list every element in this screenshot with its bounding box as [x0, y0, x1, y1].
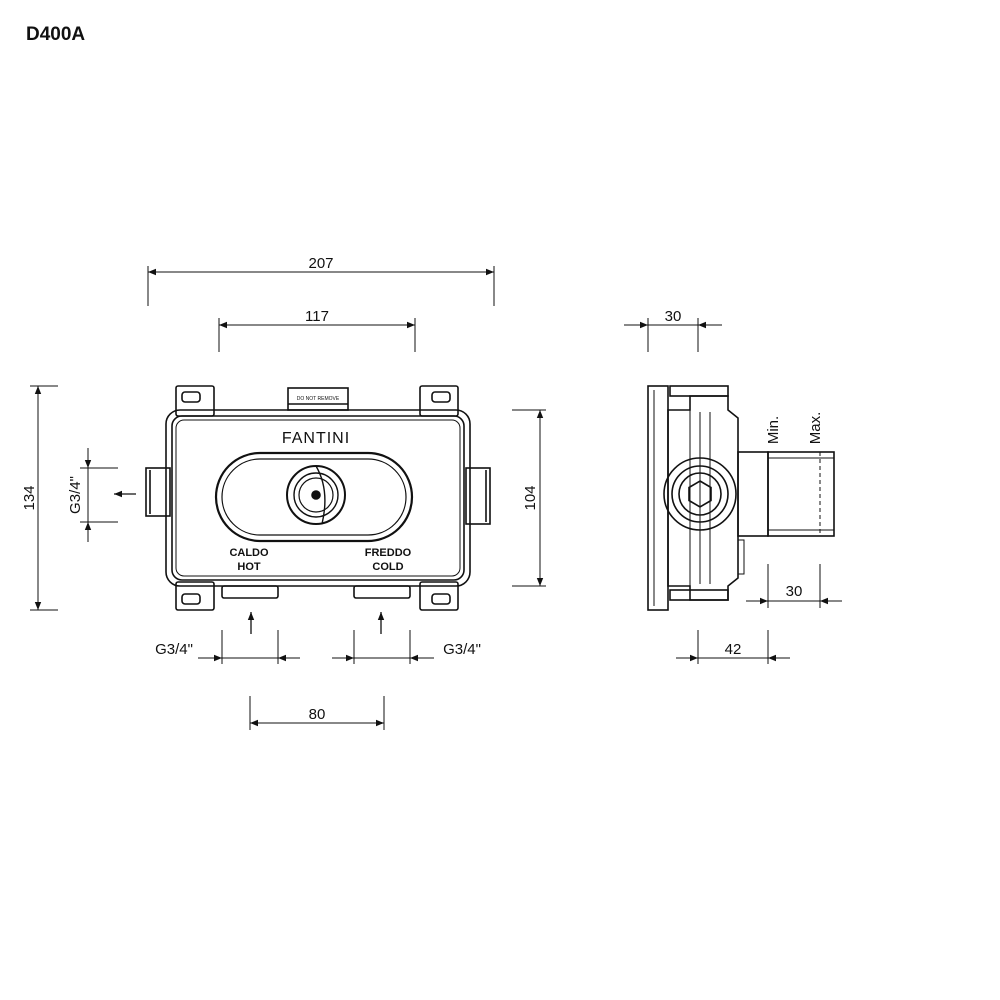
dim-side-total-depth: 42	[725, 641, 742, 658]
side-view	[647, 385, 835, 611]
oval-recess	[214, 451, 414, 543]
dim-hot-thread: G3/4"	[155, 641, 193, 658]
right-outlet	[465, 467, 491, 525]
dim-overall-width: 207	[308, 255, 333, 272]
brand-logo: FANTINI	[282, 430, 350, 447]
left-outlet	[145, 467, 171, 517]
cold-inlet	[353, 585, 411, 599]
cartridge-pin	[311, 490, 321, 500]
dim-side-thread: G3/4"	[67, 476, 84, 514]
extension-max	[767, 451, 835, 537]
front-view: DO NOT REMOVE	[145, 385, 491, 611]
dim-overall-height: 134	[21, 485, 38, 510]
box-outer	[165, 409, 471, 587]
dim-cold-thread: G3/4"	[443, 641, 481, 658]
hot-inlet	[221, 585, 279, 599]
cold-label-it: FREDDO	[365, 547, 412, 559]
hot-label-en: HOT	[237, 561, 261, 573]
top-outlet-marking: DO NOT REMOVE	[297, 396, 340, 402]
front-dimensions	[30, 266, 546, 730]
dim-inner-height: 104	[522, 485, 539, 510]
dim-side-bottom-depth: 30	[786, 583, 803, 600]
min-label: Min.	[765, 416, 782, 444]
hot-label-it: CALDO	[229, 547, 269, 559]
box-inner	[171, 415, 465, 581]
extension-min	[737, 451, 769, 537]
drawing-title: D400A	[26, 24, 86, 45]
dim-inner-width: 117	[305, 308, 329, 325]
side-dimensions	[624, 318, 842, 664]
max-label: Max.	[807, 412, 824, 445]
dim-side-top-depth: 30	[665, 308, 682, 325]
cold-label-en: COLD	[372, 561, 403, 573]
flow-arrows	[114, 490, 385, 634]
dim-inlet-spacing: 80	[309, 706, 326, 723]
